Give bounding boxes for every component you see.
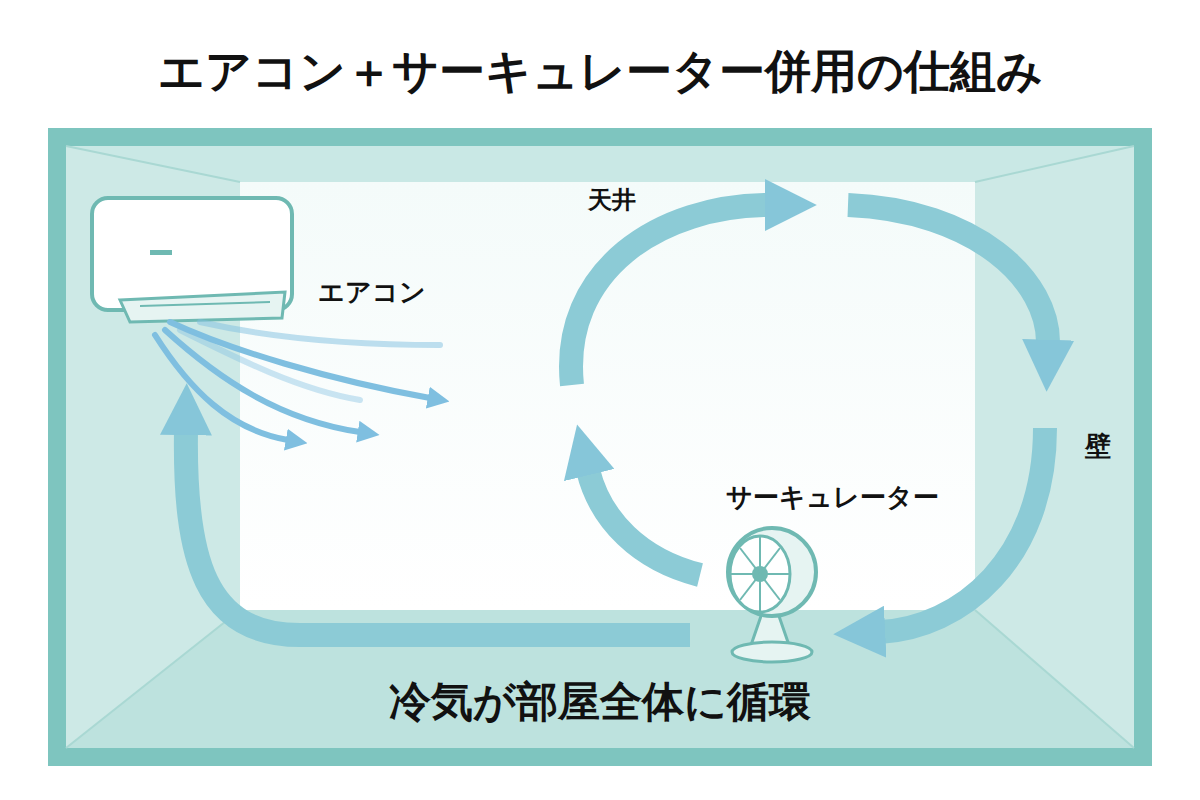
perspective-lines xyxy=(66,146,1134,748)
summary-label: 冷気が部屋全体に循環 xyxy=(389,674,811,730)
circulator xyxy=(728,528,816,662)
wall-label: 壁 xyxy=(1085,429,1111,464)
ceiling-label: 天井 xyxy=(588,184,636,216)
room-inner xyxy=(66,146,1134,748)
device-label: サーキュレーター xyxy=(726,480,939,515)
diagram-title: エアコン＋サーキュレーター併用の仕組み xyxy=(158,41,1043,103)
air-conditioner xyxy=(92,198,292,322)
circulation-arrows xyxy=(186,205,1048,635)
cold-air-arrows xyxy=(155,322,440,440)
ceiling xyxy=(66,146,1134,182)
device-label: エアコン xyxy=(318,275,426,310)
room-frame xyxy=(48,128,1152,766)
